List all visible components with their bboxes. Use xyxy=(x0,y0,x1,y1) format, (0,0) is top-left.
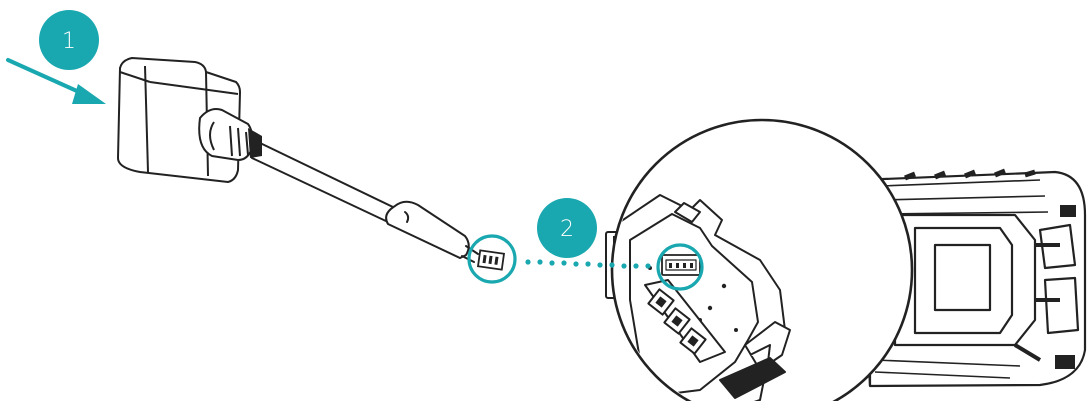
step-1-number: 1 xyxy=(62,29,76,54)
step-badge-2: 2 xyxy=(537,198,597,258)
step-2-number: 2 xyxy=(560,217,574,242)
cable xyxy=(252,142,478,262)
cable-connector xyxy=(469,236,515,282)
step-badge-1: 1 xyxy=(39,10,99,70)
magnifier-circle xyxy=(608,120,912,401)
power-adapter xyxy=(118,58,262,182)
device-connector-port xyxy=(662,255,700,275)
